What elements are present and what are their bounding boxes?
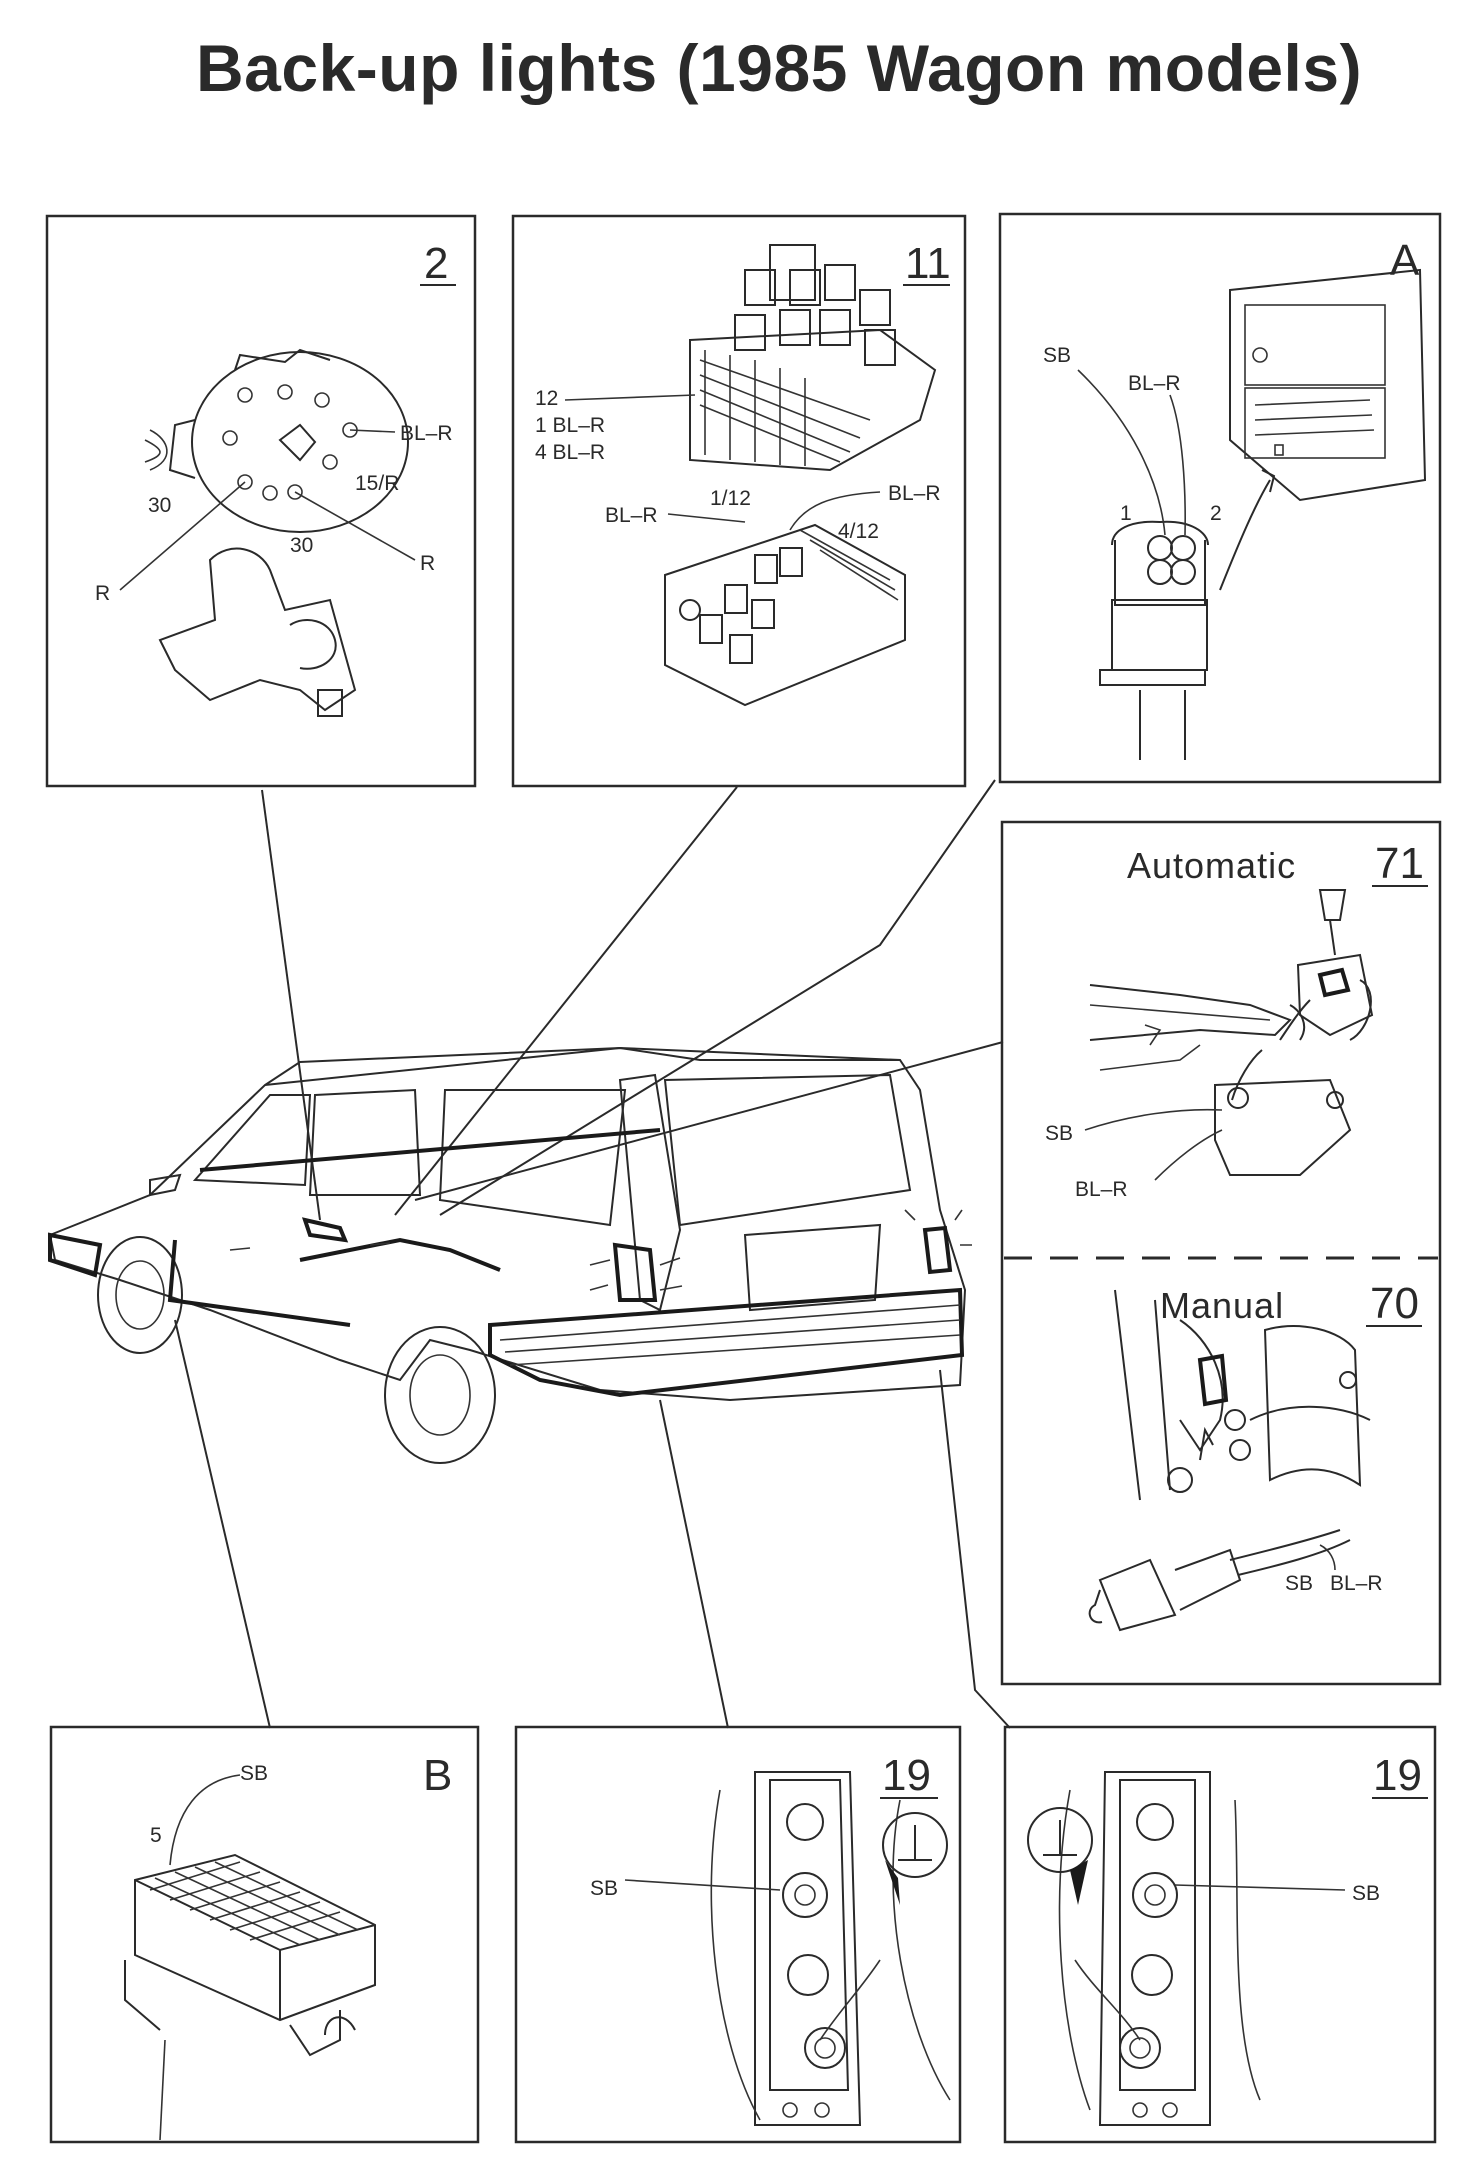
svg-text:SB: SB bbox=[1045, 1122, 1073, 1145]
svg-text:BL–R: BL–R bbox=[1330, 1572, 1383, 1595]
ignition-switch-icon bbox=[144, 348, 409, 717]
backup-switch-icon bbox=[1088, 1289, 1371, 1632]
svg-text:BL–R: BL–R bbox=[400, 422, 453, 445]
svg-text:2: 2 bbox=[1210, 502, 1222, 525]
panel-number: 19 bbox=[1373, 1751, 1422, 1800]
panel-2: 2 BL–R 15/R 30 30 R R bbox=[45, 214, 477, 788]
panel-19-right: 19 SB bbox=[1003, 1725, 1437, 2144]
panel-number: 11 bbox=[905, 239, 951, 288]
panel-number: 71 bbox=[1375, 839, 1424, 888]
tail-lamp-icon bbox=[710, 1771, 951, 2126]
multi-pin-connector-icon bbox=[124, 1853, 376, 2141]
svg-text:1 BL–R: 1 BL–R bbox=[535, 414, 605, 437]
console-icon bbox=[1229, 268, 1427, 502]
panel-number: 19 bbox=[882, 1751, 931, 1800]
fuse-box-icon bbox=[664, 244, 937, 707]
svg-text:5: 5 bbox=[150, 1824, 162, 1847]
panel-caption: Automatic bbox=[1127, 845, 1296, 886]
svg-text:SB: SB bbox=[1285, 1572, 1313, 1595]
panel-A: A SB BL–R 1 2 bbox=[998, 212, 1442, 784]
svg-text:12: 12 bbox=[535, 387, 558, 410]
leader-lines bbox=[174, 779, 1011, 1729]
svg-text:BL–R: BL–R bbox=[605, 504, 658, 527]
panel-70: Manual 70 SB BL–R bbox=[1088, 1279, 1422, 1632]
station-wagon-icon bbox=[48, 1046, 972, 1464]
panel-number: 2 bbox=[424, 239, 448, 288]
svg-text:SB: SB bbox=[240, 1762, 268, 1785]
svg-text:4 BL–R: 4 BL–R bbox=[535, 441, 605, 464]
svg-text:30: 30 bbox=[290, 534, 313, 557]
svg-text:BL–R: BL–R bbox=[888, 482, 941, 505]
panel-caption: Manual bbox=[1160, 1285, 1284, 1326]
panel-B: B SB 5 bbox=[49, 1725, 480, 2144]
panel-number: B bbox=[423, 1751, 452, 1800]
page-title: Back-up lights (1985 Wagon models) bbox=[196, 31, 1363, 105]
panel-71-70-frame bbox=[1000, 820, 1442, 1686]
svg-text:SB: SB bbox=[590, 1877, 618, 1900]
panel-71: Automatic 71 SB BL–R bbox=[1045, 839, 1428, 1201]
svg-text:SB: SB bbox=[1043, 344, 1071, 367]
svg-text:1: 1 bbox=[1120, 502, 1132, 525]
gear-selector-icon bbox=[1089, 889, 1374, 1176]
svg-text:R: R bbox=[420, 552, 435, 575]
svg-text:BL–R: BL–R bbox=[1128, 372, 1181, 395]
svg-text:30: 30 bbox=[148, 494, 171, 517]
panel-number: A bbox=[1390, 236, 1420, 285]
panel-11: 11 12 1 BL–R 4 BL–R BL–R 1/12 BL–R 4/12 bbox=[511, 214, 967, 788]
tail-lamp-icon bbox=[1058, 1771, 1261, 2126]
svg-text:BL–R: BL–R bbox=[1075, 1178, 1128, 1201]
ground-symbol-icon bbox=[882, 1812, 948, 1905]
svg-text:R: R bbox=[95, 582, 110, 605]
svg-text:1/12: 1/12 bbox=[710, 487, 751, 510]
panel-19-left: 19 SB bbox=[514, 1725, 962, 2144]
svg-text:15/R: 15/R bbox=[355, 472, 399, 495]
panel-number: 70 bbox=[1370, 1279, 1419, 1328]
ground-symbol-icon bbox=[1027, 1807, 1093, 1905]
svg-text:SB: SB bbox=[1352, 1882, 1380, 1905]
svg-text:4/12: 4/12 bbox=[838, 520, 879, 543]
